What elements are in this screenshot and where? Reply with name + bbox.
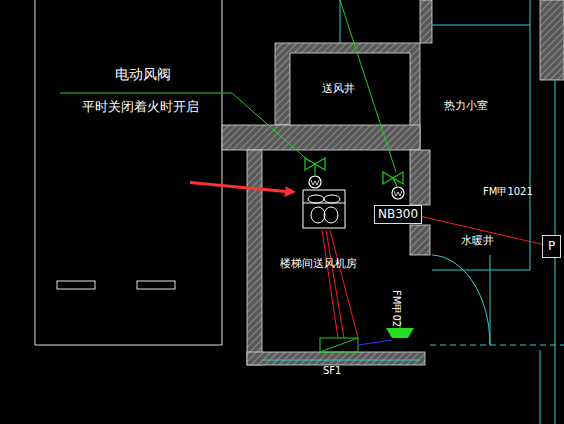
equipment-tag: SF1 [323, 365, 341, 376]
room-lines [262, 0, 564, 424]
duct-lines [322, 215, 545, 338]
door-tag: FM甲1021 [483, 186, 533, 197]
door-tag: FM甲02 [391, 290, 402, 327]
sf1-unit [320, 338, 358, 352]
pipe-tag: P [542, 235, 561, 258]
callout-text: 电动风阀 [115, 67, 171, 82]
callout-note: 平时关闭着火时开启 [82, 100, 199, 114]
fan-symbol [303, 190, 345, 228]
red-arrow [190, 181, 296, 197]
blue-pipe [358, 340, 392, 345]
tag-text: P [548, 240, 555, 253]
leader-lines [60, 0, 396, 172]
room-name: 送风井 [322, 83, 355, 95]
room-name: 热力小室 [444, 100, 488, 112]
motor-valve [305, 158, 404, 199]
equipment-tag: NB300 [374, 205, 422, 224]
room-name: 楼梯间送风机房 [280, 258, 357, 270]
left-building [35, 0, 222, 345]
room-name: 水暖井 [461, 235, 494, 247]
walls [222, 0, 564, 365]
tag-text: NB300 [378, 208, 418, 221]
